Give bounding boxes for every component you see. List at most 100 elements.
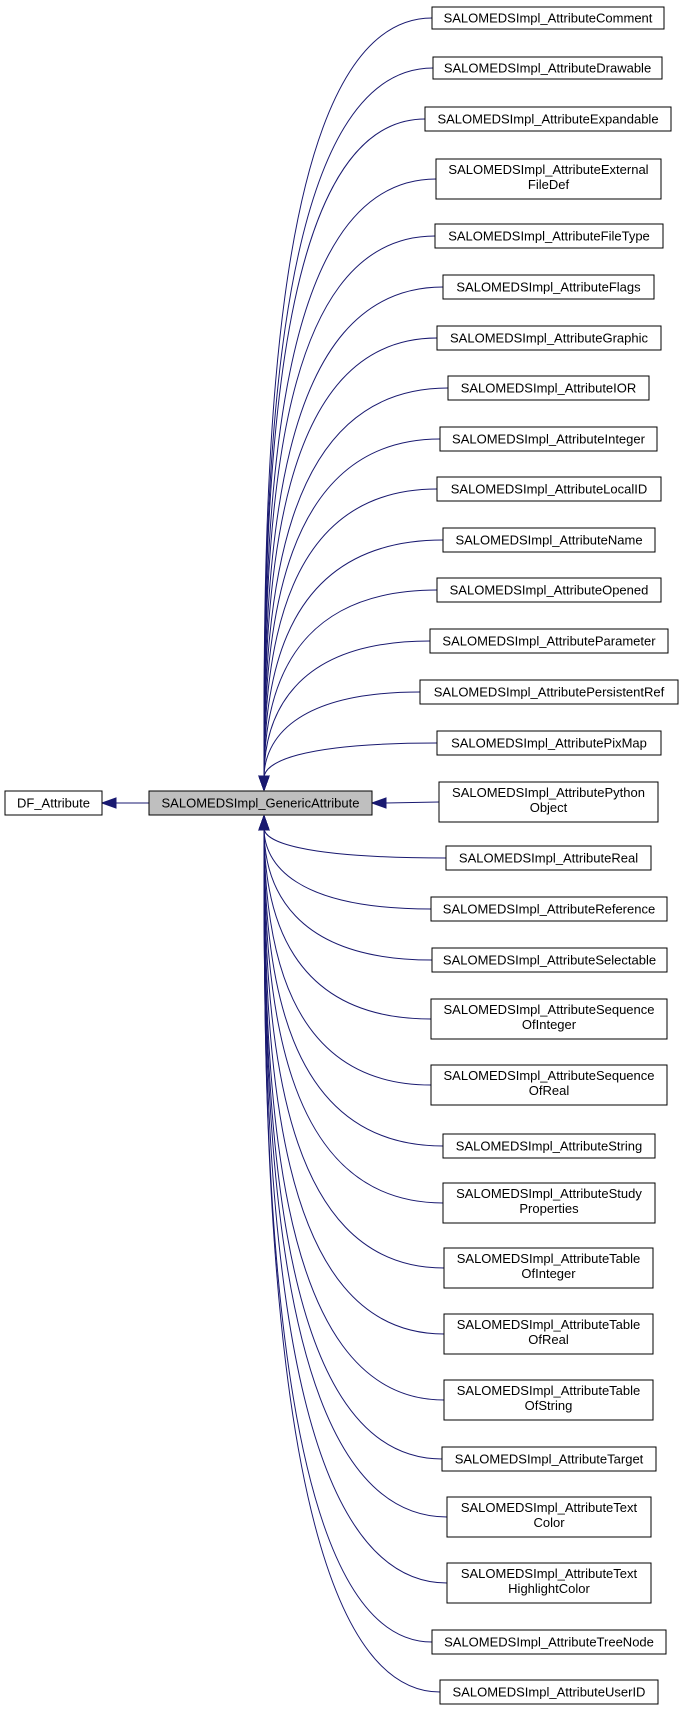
derived-class-label: SALOMEDSImpl_AttributeGraphic: [450, 331, 648, 346]
edge-29: [263, 827, 433, 1643]
arrowhead-14: [258, 775, 270, 792]
edge-14: [263, 742, 438, 779]
focus-class-node: SALOMEDSImpl_GenericAttribute: [148, 790, 373, 816]
edge-3: [263, 178, 437, 779]
derived-class-node[interactable]: SALOMEDSImpl_AttributeComment: [431, 6, 665, 30]
derived-class-node[interactable]: SALOMEDSImpl_AttributeUserID: [439, 1679, 659, 1705]
derived-class-label: SALOMEDSImpl_AttributeName: [455, 533, 642, 548]
edge-18: [263, 827, 433, 961]
edge-30: [263, 827, 441, 1693]
edge-9: [263, 488, 438, 779]
derived-class-node[interactable]: SALOMEDSImpl_AttributeFileType: [434, 223, 664, 249]
derived-class-label: SALOMEDSImpl_AttributeSequence: [444, 1002, 655, 1017]
edge-25: [263, 827, 445, 1401]
derived-class-label: Color: [533, 1515, 565, 1530]
derived-class-label: SALOMEDSImpl_AttributeReference: [443, 902, 655, 917]
derived-class-node[interactable]: SALOMEDSImpl_AttributeInteger: [439, 426, 658, 452]
derived-class-label: SALOMEDSImpl_AttributeLocalID: [451, 482, 648, 497]
derived-class-label: SALOMEDSImpl_AttributeTable: [457, 1317, 641, 1332]
derived-class-label: SALOMEDSImpl_AttributeFlags: [456, 280, 641, 295]
derived-class-node[interactable]: SALOMEDSImpl_AttributeIOR: [447, 375, 650, 401]
derived-class-label: SALOMEDSImpl_AttributeDrawable: [444, 61, 651, 76]
derived-class-node[interactable]: SALOMEDSImpl_AttributeSelectable: [431, 947, 668, 973]
edge-6: [263, 337, 438, 779]
derived-class-node[interactable]: SALOMEDSImpl_AttributeReference: [430, 896, 668, 922]
edge-17: [263, 827, 432, 910]
edge-19: [263, 827, 432, 1020]
derived-class-label: SALOMEDSImpl_AttributeIOR: [461, 381, 637, 396]
derived-class-label: Properties: [519, 1201, 579, 1216]
edge-2: [263, 118, 426, 779]
derived-class-label: SALOMEDSImpl_AttributeSelectable: [443, 953, 656, 968]
derived-class-node[interactable]: SALOMEDSImpl_AttributeGraphic: [436, 325, 662, 351]
derived-class-node[interactable]: SALOMEDSImpl_AttributeString: [442, 1133, 656, 1159]
edge-5: [263, 286, 444, 779]
arrowhead-base: [100, 797, 117, 809]
derived-class-label: SALOMEDSImpl_AttributePython: [452, 785, 645, 800]
derived-class-label: OfInteger: [522, 1017, 577, 1032]
derived-class-label: OfString: [525, 1398, 573, 1413]
derived-class-label: OfReal: [528, 1332, 569, 1347]
derived-class-label: HighlightColor: [508, 1581, 590, 1596]
derived-class-label: SALOMEDSImpl_AttributeComment: [444, 11, 653, 26]
derived-class-label: SALOMEDSImpl_AttributeFileType: [448, 229, 650, 244]
derived-class-label: SALOMEDSImpl_AttributeExpandable: [437, 112, 658, 127]
derived-class-label: SALOMEDSImpl_AttributePersistentRef: [434, 685, 665, 700]
derived-class-label: SALOMEDSImpl_AttributeUserID: [453, 1685, 646, 1700]
derived-class-label: SALOMEDSImpl_AttributeTarget: [455, 1452, 644, 1467]
derived-class-label: SALOMEDSImpl_AttributeTable: [457, 1383, 641, 1398]
derived-class-label: SALOMEDSImpl_AttributeOpened: [450, 583, 649, 598]
derived-class-label: SALOMEDSImpl_AttributeTable: [457, 1251, 641, 1266]
derived-class-label: SALOMEDSImpl_AttributeInteger: [452, 432, 646, 447]
edge-7: [263, 387, 449, 779]
derived-class-node[interactable]: SALOMEDSImpl_AttributeLocalID: [436, 476, 662, 502]
derived-class-label: OfReal: [529, 1083, 570, 1098]
derived-class-label: SALOMEDSImpl_AttributeReal: [459, 851, 638, 866]
derived-class-node[interactable]: SALOMEDSImpl_AttributeFlags: [442, 274, 655, 300]
inheritance-edges: [100, 17, 449, 1693]
derived-class-label: OfInteger: [521, 1266, 576, 1281]
derived-class-label: FileDef: [528, 177, 570, 192]
arrowhead-30: [258, 814, 270, 831]
derived-class-node[interactable]: SALOMEDSImpl_AttributeReal: [445, 845, 652, 871]
edge-8: [263, 438, 441, 779]
edge-23: [263, 827, 445, 1269]
derived-class-node[interactable]: SALOMEDSImpl_AttributeExpandable: [424, 106, 672, 132]
edge-11: [263, 589, 438, 779]
derived-class-node[interactable]: SALOMEDSImpl_AttributeDrawable: [432, 56, 663, 80]
derived-class-node[interactable]: SALOMEDSImpl_AttributeOpened: [436, 577, 662, 603]
focus-class-label: SALOMEDSImpl_GenericAttribute: [162, 796, 360, 811]
edge-21: [263, 827, 444, 1147]
derived-class-label: SALOMEDSImpl_AttributeText: [461, 1500, 638, 1515]
base-class-node[interactable]: DF_Attribute: [4, 790, 103, 816]
edge-4: [263, 235, 436, 779]
derived-class-label: SALOMEDSImpl_AttributeParameter: [442, 634, 656, 649]
derived-class-node[interactable]: SALOMEDSImpl_AttributeTarget: [441, 1446, 657, 1472]
edge-24: [263, 827, 445, 1335]
edge-15: [385, 801, 440, 804]
edge-10: [263, 539, 444, 779]
derived-class-node[interactable]: SALOMEDSImpl_AttributeName: [442, 527, 656, 553]
derived-class-label: SALOMEDSImpl_AttributeExternal: [448, 162, 648, 177]
derived-class-node[interactable]: SALOMEDSImpl_AttributeTreeNode: [431, 1629, 667, 1655]
edge-26: [263, 827, 443, 1460]
edge-16: [263, 827, 447, 859]
derived-class-node[interactable]: SALOMEDSImpl_AttributePersistentRef: [419, 679, 679, 705]
derived-class-node[interactable]: SALOMEDSImpl_AttributeParameter: [429, 628, 669, 654]
derived-class-label: SALOMEDSImpl_AttributeTreeNode: [444, 1635, 654, 1650]
derived-class-label: SALOMEDSImpl_AttributeSequence: [444, 1068, 655, 1083]
derived-class-label: SALOMEDSImpl_AttributePixMap: [451, 736, 647, 751]
edge-0: [263, 17, 433, 779]
derived-class-node[interactable]: SALOMEDSImpl_AttributePixMap: [436, 730, 662, 756]
